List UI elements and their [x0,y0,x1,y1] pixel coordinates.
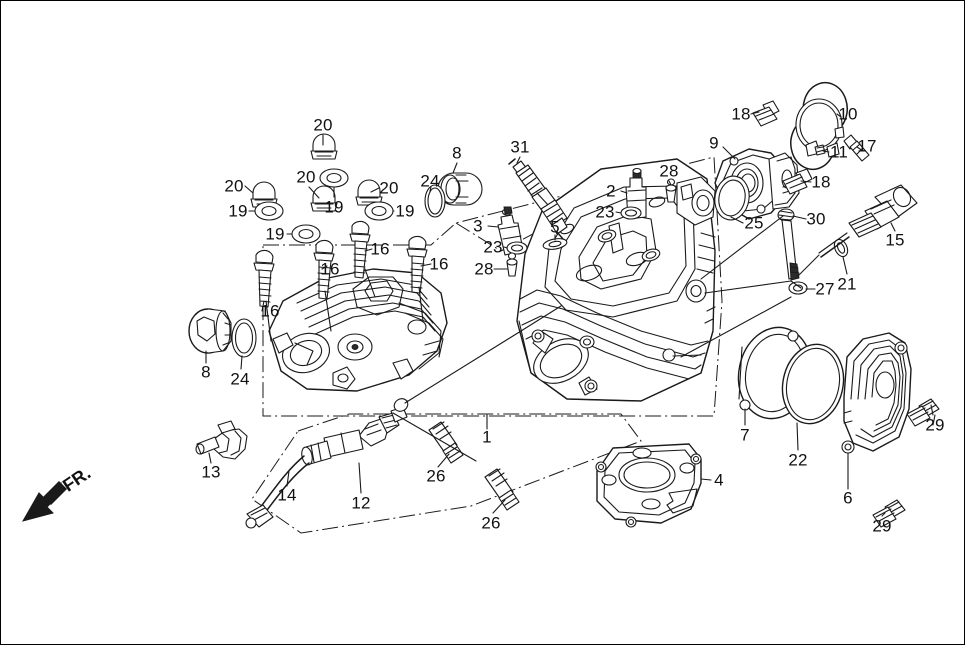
callout-number-16: 16 [370,239,390,259]
part-22-o-ring [781,343,845,425]
part-20-cap-d [355,179,383,206]
callout-number-5: 5 [550,217,560,237]
part-23-o-ring-a [620,206,642,220]
part-19-washer-b [319,168,349,188]
callout-number-26: 26 [426,466,446,486]
callout-number-26: 26 [481,513,501,533]
part-19-washer-a [254,201,284,221]
part-27-washer [788,281,808,295]
part-16-bolt-b [313,239,335,300]
callout-number-31: 31 [510,137,530,157]
callout-number-29: 29 [925,415,945,435]
callout-number-20: 20 [224,176,244,196]
part-10-retaining-clamp [790,82,848,170]
callout-number-27: 27 [815,279,835,299]
part-13-cam-chain-guide [195,420,248,460]
callout-number-20: 20 [313,115,333,135]
camshaft-boss [676,176,716,226]
callout-number-20: 20 [379,178,399,198]
callout-number-18: 18 [731,104,751,124]
part-23-o-ring-b [506,241,528,255]
callout-number-23: 23 [595,202,615,222]
part-16-bolt-c [349,220,371,279]
callout-number-14: 14 [277,485,297,505]
part-11-nut [814,144,826,156]
part-20-cap-c [310,185,338,212]
callout-number-19: 19 [395,201,415,221]
part-16-bolt-a [253,249,275,308]
part-14-plug-cable [245,455,310,529]
callout-number-8: 8 [201,362,211,382]
part-24-o-ring-top [424,184,446,218]
callout-number-17: 17 [857,136,877,156]
part-31-spark-plug [508,158,568,240]
callout-number-12: 12 [351,493,371,513]
leader-lines [205,111,936,517]
callout-number-3: 3 [473,216,483,236]
callout-number-16: 16 [429,254,449,274]
part-17-screw [843,134,870,162]
callout-number-2: 2 [606,181,616,201]
part-19-washer-d [364,201,394,221]
part-28-dowel-pin-a [665,178,677,203]
part-18-bolt-b [782,168,813,195]
callout-number-18: 18 [811,172,831,192]
intake-port [531,329,598,396]
part-8-head-plug-top [437,172,483,206]
group-boundary-valve-cover [262,156,723,417]
callout-number-22: 22 [788,450,808,470]
callout-number-23: 23 [483,237,503,257]
callout-number-19: 19 [228,201,248,221]
group-boundary-spark-plug-area [455,222,545,252]
part-18-bolt-a [752,100,780,127]
callout-number-13: 13 [201,462,221,482]
part-30-stud-bolt [777,208,800,281]
part-16-bolts-group [253,220,428,308]
part-16-bolt-d [406,235,428,294]
callout-number-24: 24 [420,171,440,191]
part-8-head-plug [188,308,232,354]
part-25-o-ring [714,175,750,221]
valve-adjust-caps-group [250,133,394,244]
callout-number-29: 29 [872,516,892,536]
part-26-stud-a [428,421,464,464]
callout-number-28: 28 [474,259,494,279]
cylinder-head-body [516,158,716,402]
part-24-o-ring [231,318,257,358]
part-4-head-gasket [595,443,702,528]
part-6-cylinder-head-cover [841,332,912,454]
callout-number-24: 24 [230,369,250,389]
callout-number-20: 20 [296,167,316,187]
callout-number-10: 10 [838,104,858,124]
callout-number-11: 11 [829,142,849,162]
callout-number-25: 25 [744,213,764,233]
part-5-oil-jet [542,238,568,250]
part-20-cap-b [310,133,338,160]
callout-number-21: 21 [837,274,857,294]
callout-number-8: 8 [452,143,462,163]
callout-number-4: 4 [714,470,724,490]
callout-number-1: 1 [482,427,492,447]
callout-number-19: 19 [324,197,344,217]
fr-direction-arrow [21,481,67,522]
part-21-o-ring [833,238,849,258]
callout-number-6: 6 [843,488,853,508]
callout-number-16: 16 [260,301,280,321]
cross-leader-lines [265,215,820,462]
part-28-dowel-pin-b [506,252,518,277]
callout-number-7: 7 [740,425,750,445]
callout-number-16: 16 [320,259,340,279]
part-29-bolt-a [906,398,940,427]
callout-number-19: 19 [265,224,285,244]
part-12-spark-plug-cap [301,398,409,466]
callout-number-30: 30 [806,209,826,229]
part-29-bolt-b [872,499,906,528]
callout-number-28: 28 [659,161,679,181]
part-26-stud-b [484,468,520,511]
callout-number-9: 9 [709,133,719,153]
callout-number-15: 15 [885,230,905,250]
part-15-decompression-shaft [818,184,918,258]
part-19-washer-c [291,224,321,244]
